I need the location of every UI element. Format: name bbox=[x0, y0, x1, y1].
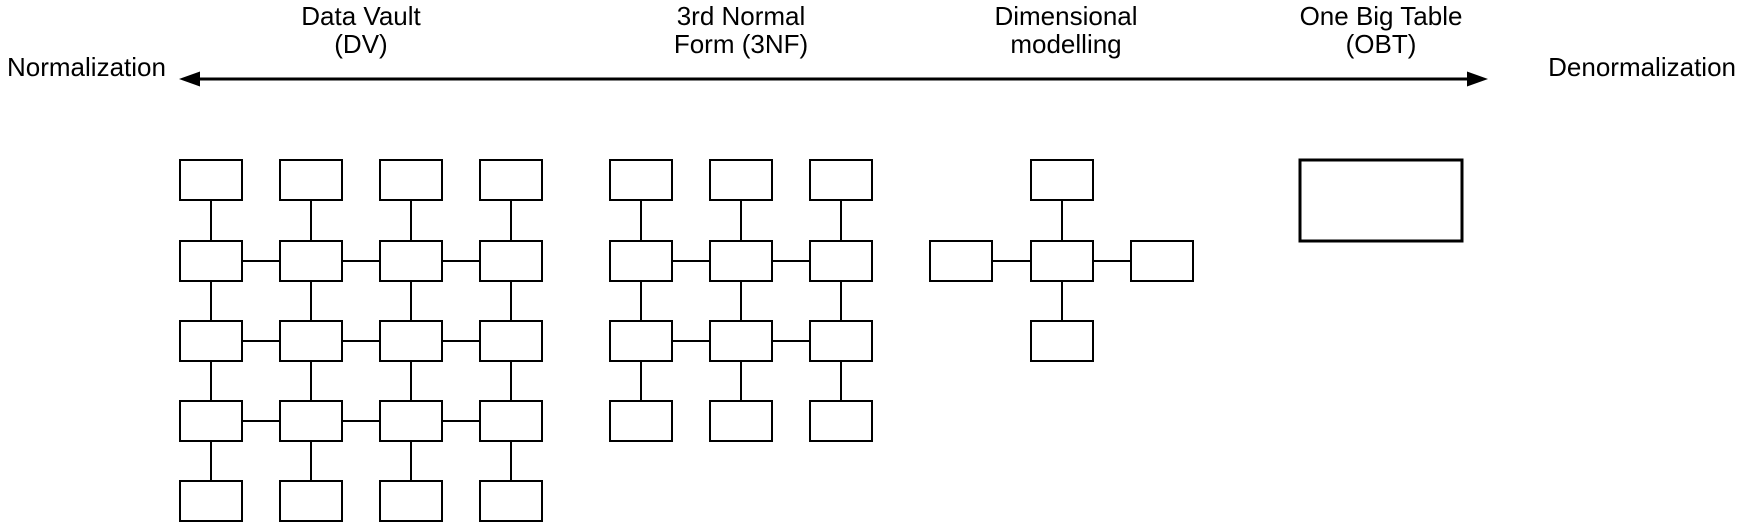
star-schema-table-box bbox=[1030, 240, 1094, 282]
data-vault-schema-table-box bbox=[179, 480, 243, 522]
data-vault-schema-table-box bbox=[179, 320, 243, 362]
3nf-schema-table-box bbox=[709, 320, 773, 362]
data-vault-schema-table-box bbox=[279, 400, 343, 442]
axis-arrowhead-right bbox=[1467, 71, 1488, 87]
data-vault-schema-table-box bbox=[379, 240, 443, 282]
3nf-schema-table-box bbox=[809, 320, 873, 362]
one-big-table-table-box bbox=[1298, 158, 1464, 243]
data-vault-schema-table-box bbox=[279, 480, 343, 522]
3nf-schema-table-box bbox=[809, 159, 873, 201]
star-schema-table-box bbox=[1130, 240, 1194, 282]
label-obt-line1: One Big Table bbox=[1299, 1, 1463, 31]
data-vault-schema-table-box bbox=[479, 240, 543, 282]
label-dimensional-line1: Dimensional bbox=[994, 1, 1138, 31]
3nf-schema-table-box bbox=[709, 240, 773, 282]
data-vault-schema-table-box bbox=[179, 159, 243, 201]
data-vault-schema-table-box bbox=[279, 240, 343, 282]
data-vault-schema-table-box bbox=[479, 320, 543, 362]
3nf-schema-table-box bbox=[609, 159, 673, 201]
data-vault-schema-table-box bbox=[479, 400, 543, 442]
label-obt: One Big Table (OBT) bbox=[1300, 2, 1463, 58]
data-vault-schema-table-box bbox=[179, 400, 243, 442]
3nf-schema-table-box bbox=[809, 240, 873, 282]
data-vault-schema-table-box bbox=[179, 240, 243, 282]
label-dimensional: Dimensional modelling bbox=[994, 2, 1137, 58]
label-data-vault: Data Vault (DV) bbox=[301, 2, 420, 58]
star-schema-table-box bbox=[929, 240, 993, 282]
3nf-schema-table-box bbox=[809, 400, 873, 442]
label-obt-line2: (OBT) bbox=[1345, 29, 1417, 59]
3nf-schema-table-box bbox=[709, 159, 773, 201]
3nf-schema-table-box bbox=[709, 400, 773, 442]
label-3nf-line2: Form (3NF) bbox=[673, 29, 809, 59]
3nf-schema-table-box bbox=[609, 320, 673, 362]
label-3nf: 3rd Normal Form (3NF) bbox=[674, 2, 808, 58]
data-vault-schema-table-box bbox=[279, 320, 343, 362]
star-schema-table-box bbox=[1030, 320, 1094, 362]
3nf-schema-table-box bbox=[609, 240, 673, 282]
axis-arrowhead-left bbox=[179, 71, 200, 87]
3nf-schema-table-box bbox=[609, 400, 673, 442]
label-data-vault-line1: Data Vault bbox=[301, 1, 421, 31]
data-vault-schema-table-box bbox=[479, 480, 543, 522]
normalization-label: Normalization bbox=[7, 52, 166, 82]
data-vault-schema-table-box bbox=[379, 159, 443, 201]
label-data-vault-line2: (DV) bbox=[334, 29, 388, 59]
label-dimensional-line2: modelling bbox=[1010, 29, 1122, 59]
data-vault-schema-table-box bbox=[379, 320, 443, 362]
denormalization-label: Denormalization bbox=[1548, 52, 1736, 82]
data-vault-schema-table-box bbox=[479, 159, 543, 201]
data-vault-schema-table-box bbox=[379, 480, 443, 522]
label-3nf-line1: 3rd Normal bbox=[676, 1, 806, 31]
data-vault-schema-table-box bbox=[379, 400, 443, 442]
data-vault-schema-table-box bbox=[279, 159, 343, 201]
star-schema-table-box bbox=[1030, 159, 1094, 201]
